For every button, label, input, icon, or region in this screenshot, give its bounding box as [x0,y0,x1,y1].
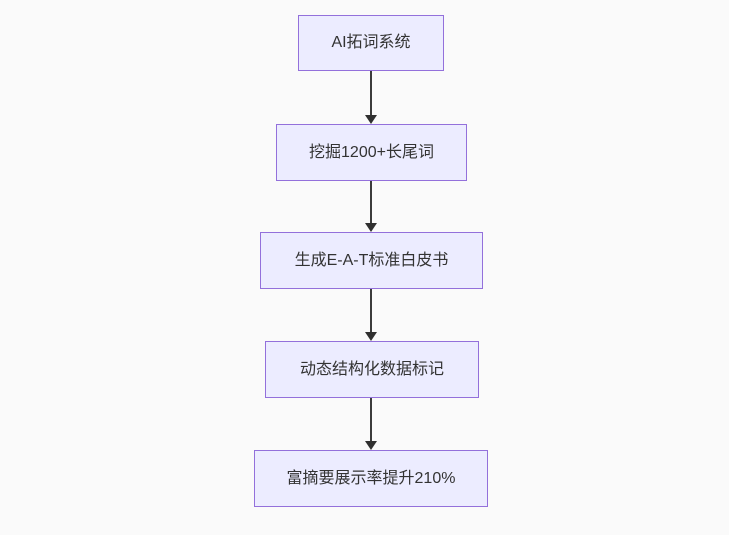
flow-node-label: 挖掘1200+长尾词 [309,143,434,161]
flow-node-label: 动态结构化数据标记 [299,360,444,378]
arrowhead-down-icon [365,332,377,341]
flow-node-label: AI拓词系统 [331,34,411,52]
arrow-line [370,289,372,333]
flow-node-longtail-mining: 挖掘1200+长尾词 [276,124,467,181]
edge-arrow-1 [365,71,377,124]
arrowhead-down-icon [365,115,377,124]
flow-node-rich-snippet-result: 富摘要展示率提升210% [254,450,488,507]
edge-arrow-3 [365,289,377,341]
arrowhead-down-icon [365,441,377,450]
arrow-line [370,398,372,442]
edge-arrow-4 [365,398,377,450]
arrow-line [370,181,372,224]
flow-node-ai-word-expansion: AI拓词系统 [298,15,444,71]
arrowhead-down-icon [365,223,377,232]
arrow-line [370,71,372,116]
flow-node-structured-data-markup: 动态结构化数据标记 [265,341,479,398]
flow-node-label: 富摘要展示率提升210% [286,469,456,487]
flow-node-eat-whitepaper: 生成E-A-T标准白皮书 [260,232,483,289]
flow-node-label: 生成E-A-T标准白皮书 [294,251,449,269]
edge-arrow-2 [365,181,377,232]
